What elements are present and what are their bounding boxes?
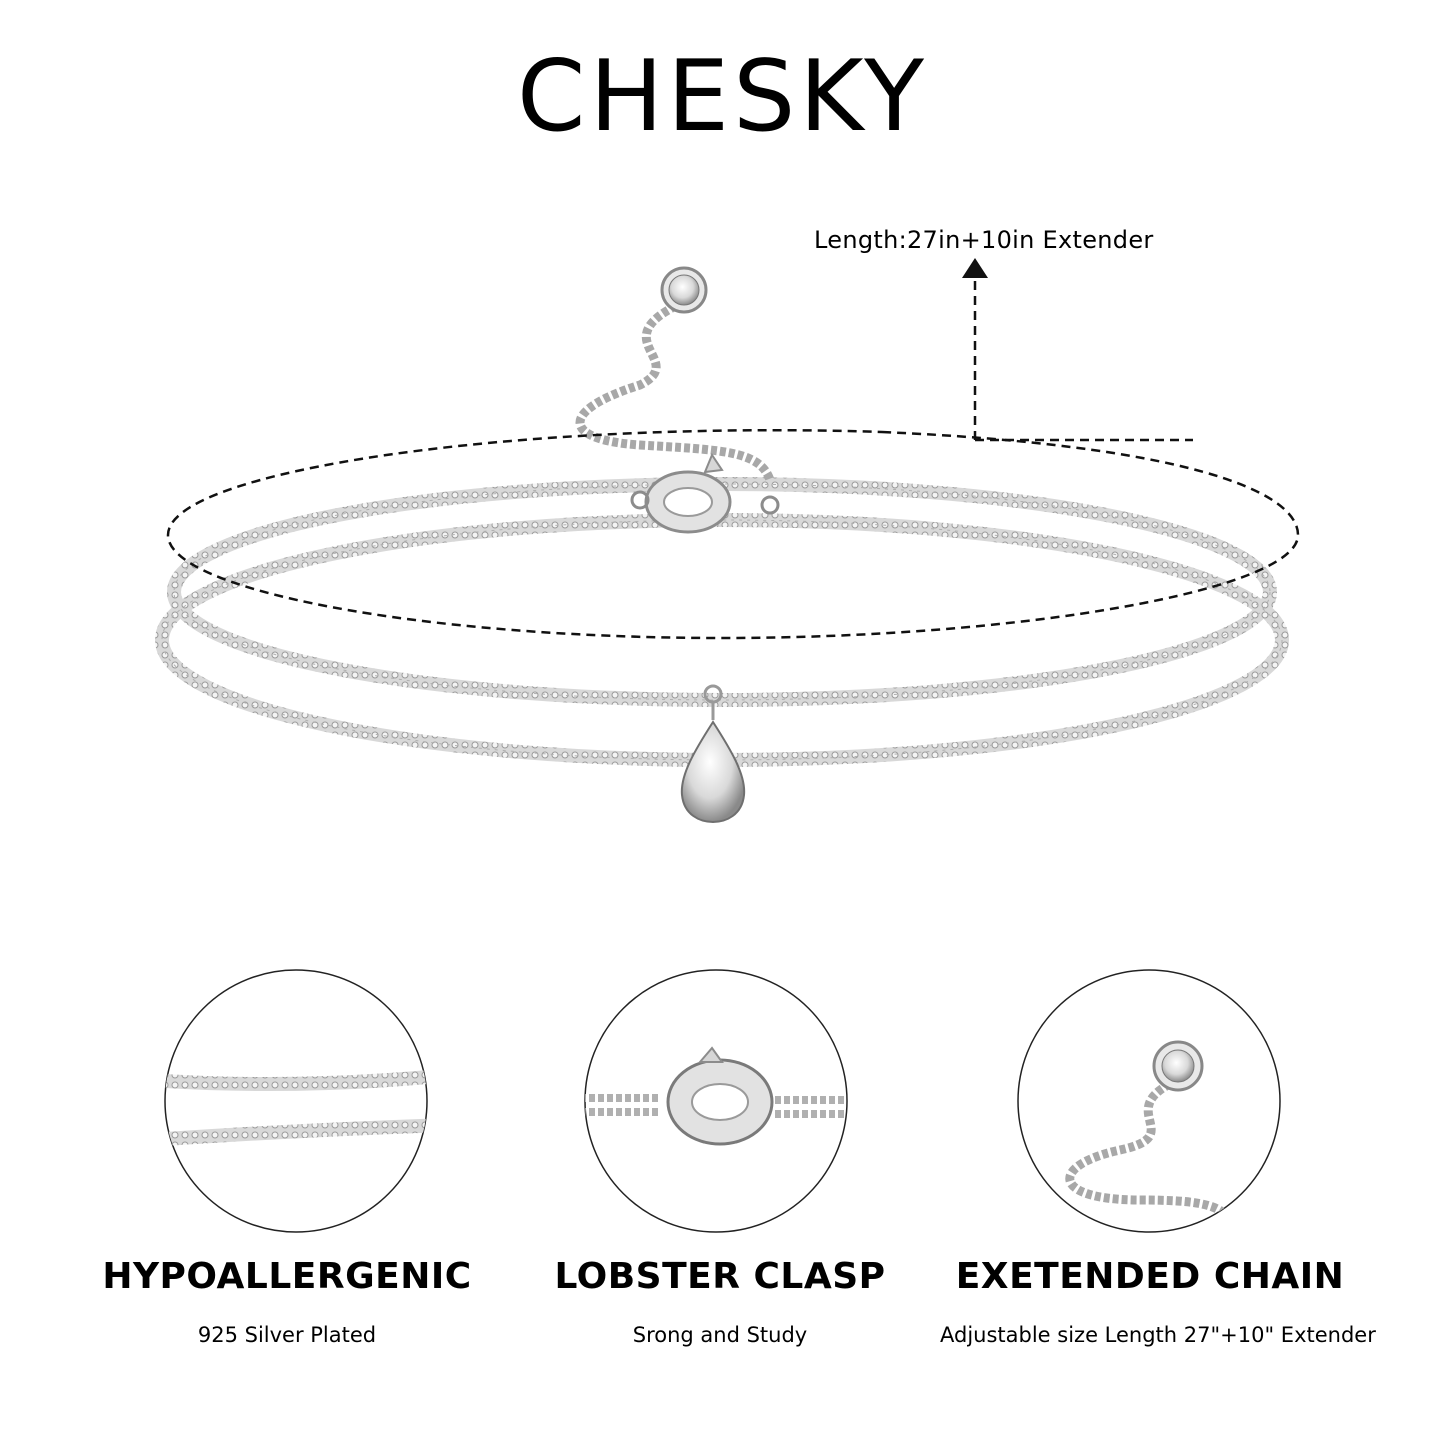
feature-circle-2 <box>584 969 848 1233</box>
feature-title: EXETENDED CHAIN <box>955 1256 1345 1297</box>
feature-title: HYPOALLERGENIC <box>102 1256 472 1297</box>
length-indicator <box>166 278 1300 640</box>
feature-subtitle: Adjustable size Length 27"+10" Extender <box>940 1323 1376 1347</box>
feature-lobster-clasp: LOBSTER CLASP Srong and Study <box>510 1259 930 1346</box>
arrow-up-icon <box>962 258 988 278</box>
teardrop-pendant-icon <box>680 684 746 824</box>
feature-extended-chain: EXETENDED CHAIN Adjustable size Length 2… <box>940 1256 1376 1347</box>
feature-circle-1 <box>164 969 428 1233</box>
main-chain <box>155 477 1289 767</box>
extender-chain <box>575 297 775 482</box>
feature-subtitle: Srong and Study <box>632 1323 808 1347</box>
length-label: Length:27in+10in Extender <box>814 226 1154 254</box>
feature-circle-3 <box>1017 969 1281 1233</box>
feature-title: LOBSTER CLASP <box>554 1256 886 1297</box>
feature-subtitle: 925 Silver Plated <box>197 1323 377 1347</box>
lobster-clasp-icon <box>630 452 780 534</box>
feature-hypoallergenic: HYPOALLERGENIC 925 Silver Plated <box>77 1259 497 1346</box>
extender-stone-icon <box>660 266 708 314</box>
brand-title: CHESKY <box>517 40 928 154</box>
